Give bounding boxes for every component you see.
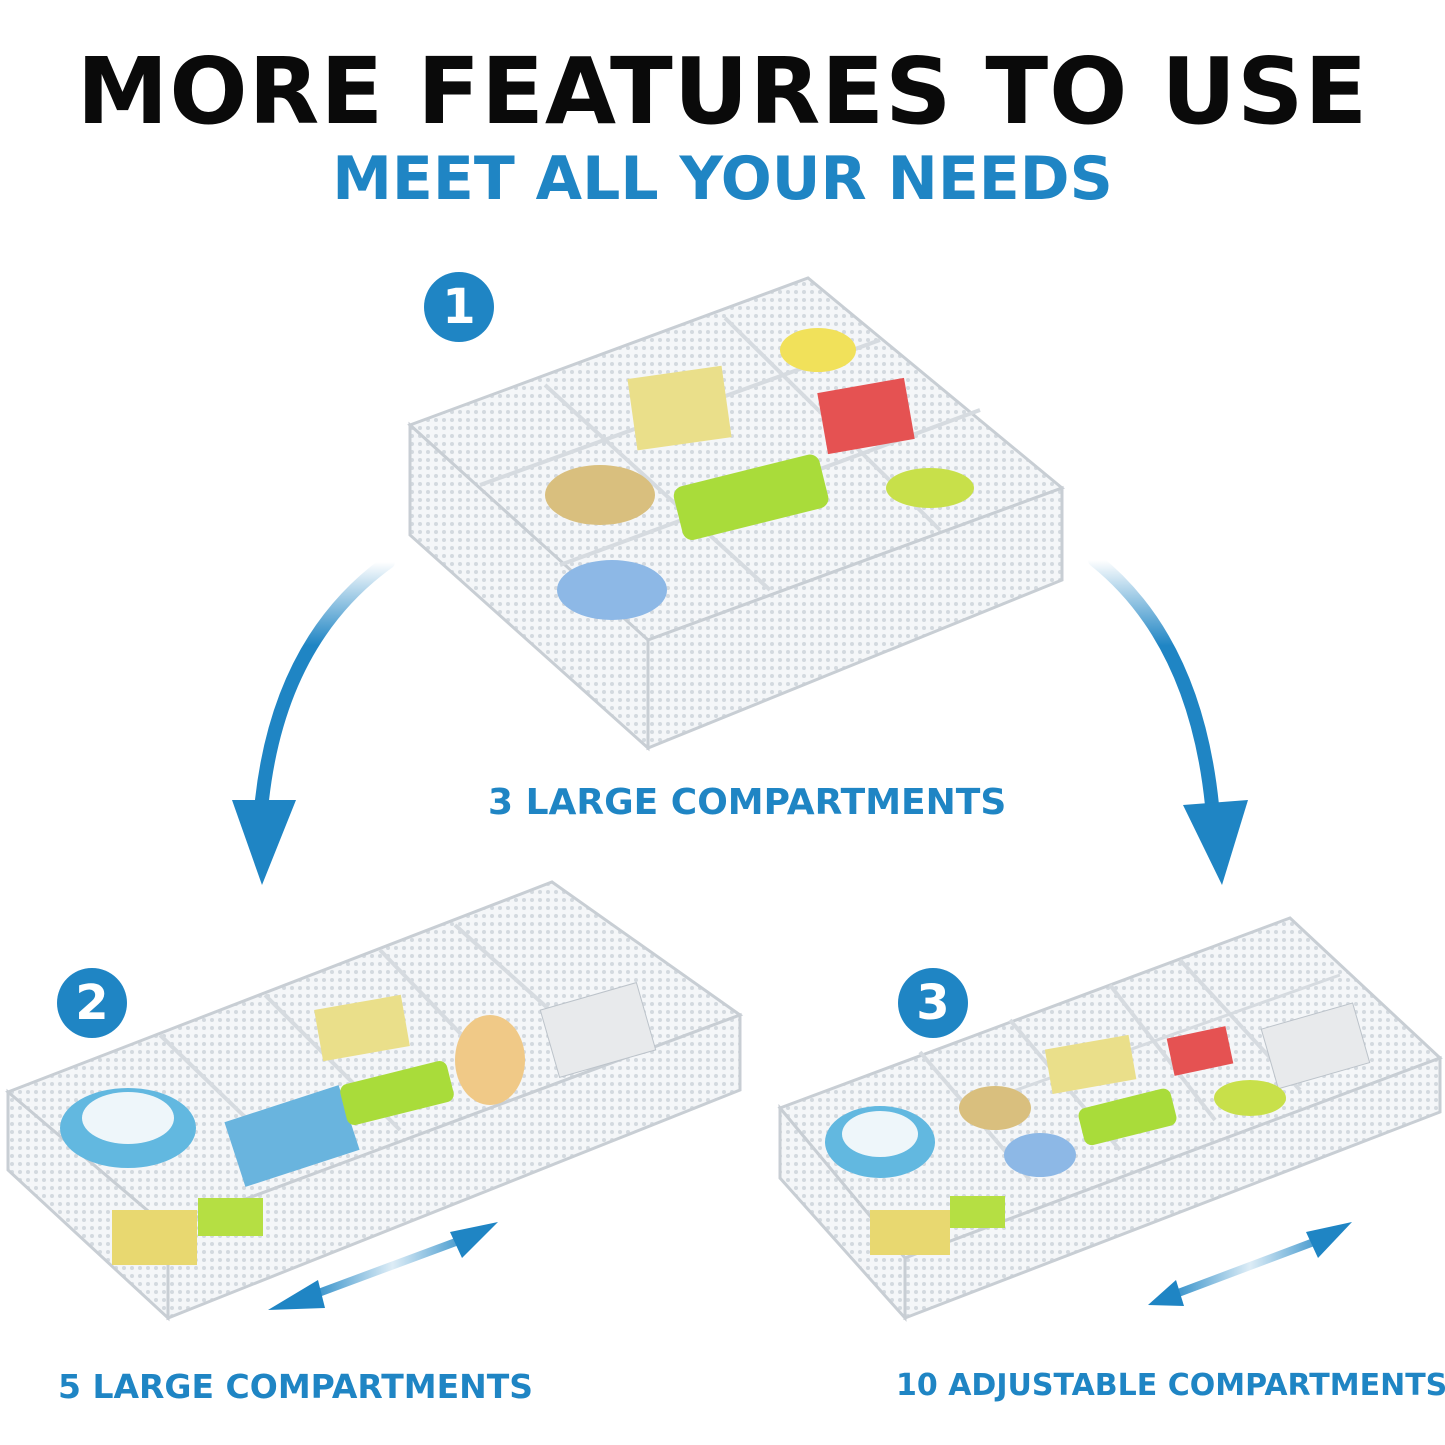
caption-config-3: 10 ADJUSTABLE COMPARTMENTS [896,1368,1445,1403]
curved-arrow-right-icon [1088,553,1248,885]
caption-config-1: 3 LARGE COMPARTMENTS [488,782,1007,823]
page-title: MORE FEATURES TO USE [76,38,1369,145]
step-badge-3: 3 [898,968,968,1038]
organizer-three-compartments [407,276,1065,752]
organizer-five-compartments [5,880,744,1322]
step-badge-1: 1 [424,272,494,342]
caption-config-2: 5 LARGE COMPARTMENTS [58,1367,534,1406]
page-subtitle: MEET ALL YOUR NEEDS [332,144,1113,214]
double-arrow-icon [268,1222,498,1310]
double-arrow-icon [1148,1222,1352,1306]
step-badge-2: 2 [57,968,127,1038]
curved-arrow-left-icon [232,555,395,885]
organizer-ten-compartments [777,916,1443,1322]
